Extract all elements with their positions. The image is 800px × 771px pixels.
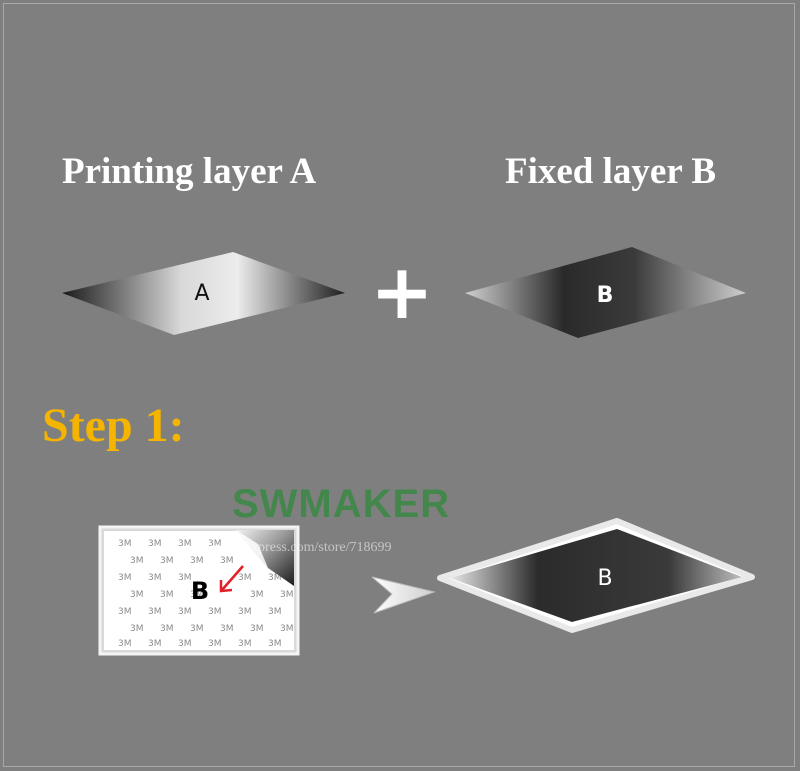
- brand-mark: 3M: [118, 607, 132, 617]
- brand-mark: 3M: [238, 639, 252, 649]
- brand-mark: 3M: [190, 624, 204, 634]
- sticker-sheet: 3M 3M 3M 3M 3M 3M 3M 3M 3M 3M 3M 3M 3M 3M 3M 3M 3M 3M 3M 3M…: [98, 525, 300, 656]
- brand-mark: 3M: [148, 607, 162, 617]
- step-1-label: Step 1:: [42, 399, 185, 452]
- brand-mark: 3M: [130, 556, 144, 566]
- brand-mark: 3M: [178, 607, 192, 617]
- brand-mark: 3M: [250, 590, 264, 600]
- watermark-url: https://aliexpress.com/store/718699: [192, 540, 392, 555]
- brand-mark: 3M: [280, 624, 294, 634]
- brand-mark: 3M: [250, 624, 264, 634]
- brand-mark: 3M: [178, 639, 192, 649]
- printing-layer-a-title: Printing layer A: [62, 151, 317, 192]
- layer-a-letter: A: [194, 281, 209, 306]
- fixed-layer-b-title: Fixed layer B: [505, 151, 717, 192]
- brand-mark: 3M: [118, 639, 132, 649]
- brand-mark: 3M: [238, 573, 252, 583]
- plus-icon: +: [370, 247, 434, 336]
- brand-mark: 3M: [148, 573, 162, 583]
- brand-mark: 3M: [190, 556, 204, 566]
- canvas-border: [3, 3, 795, 767]
- layer-b-sheet: [465, 247, 746, 338]
- brand-mark: 3M: [268, 607, 282, 617]
- brand-mark: 3M: [118, 539, 132, 549]
- next-arrow-icon: [371, 576, 436, 614]
- brand-mark: 3M: [160, 556, 174, 566]
- brand-mark: 3M: [160, 590, 174, 600]
- brand-mark: 3M: [118, 573, 132, 583]
- brand-mark: 3M: [190, 590, 204, 600]
- layer-a-sheet: [62, 252, 345, 335]
- layer-b-letter: B: [597, 283, 614, 308]
- brand-mark: 3M: [178, 539, 192, 549]
- brand-mark: 3M: [148, 639, 162, 649]
- brand-mark: 3M: [208, 607, 222, 617]
- brand-mark: 3M: [280, 590, 294, 600]
- brand-mark: 3M: [130, 590, 144, 600]
- sticker-letter-b: B: [191, 577, 209, 605]
- brand-mark: 3M: [130, 624, 144, 634]
- brand-mark: 3M: [268, 573, 282, 583]
- sticker-brand-pattern: 3M 3M 3M 3M 3M 3M 3M 3M 3M 3M 3M 3M 3M 3M 3M 3M 3M 3M 3M 3M…: [118, 539, 294, 649]
- result-plate-letter: B: [597, 566, 612, 591]
- brand-mark: 3M: [220, 556, 234, 566]
- brand-mark: 3M: [178, 573, 192, 583]
- brand-mark: 3M: [208, 639, 222, 649]
- brand-mark: 3M: [268, 639, 282, 649]
- brand-mark: 3M: [148, 539, 162, 549]
- brand-mark: 3M: [238, 607, 252, 617]
- brand-mark: 3M: [208, 539, 222, 549]
- red-arrow-icon: [219, 565, 244, 593]
- watermark-text: SWMAKER: [232, 482, 451, 526]
- brand-mark: 3M: [220, 624, 234, 634]
- brand-mark: 3M: [160, 624, 174, 634]
- result-plate: B: [437, 518, 755, 633]
